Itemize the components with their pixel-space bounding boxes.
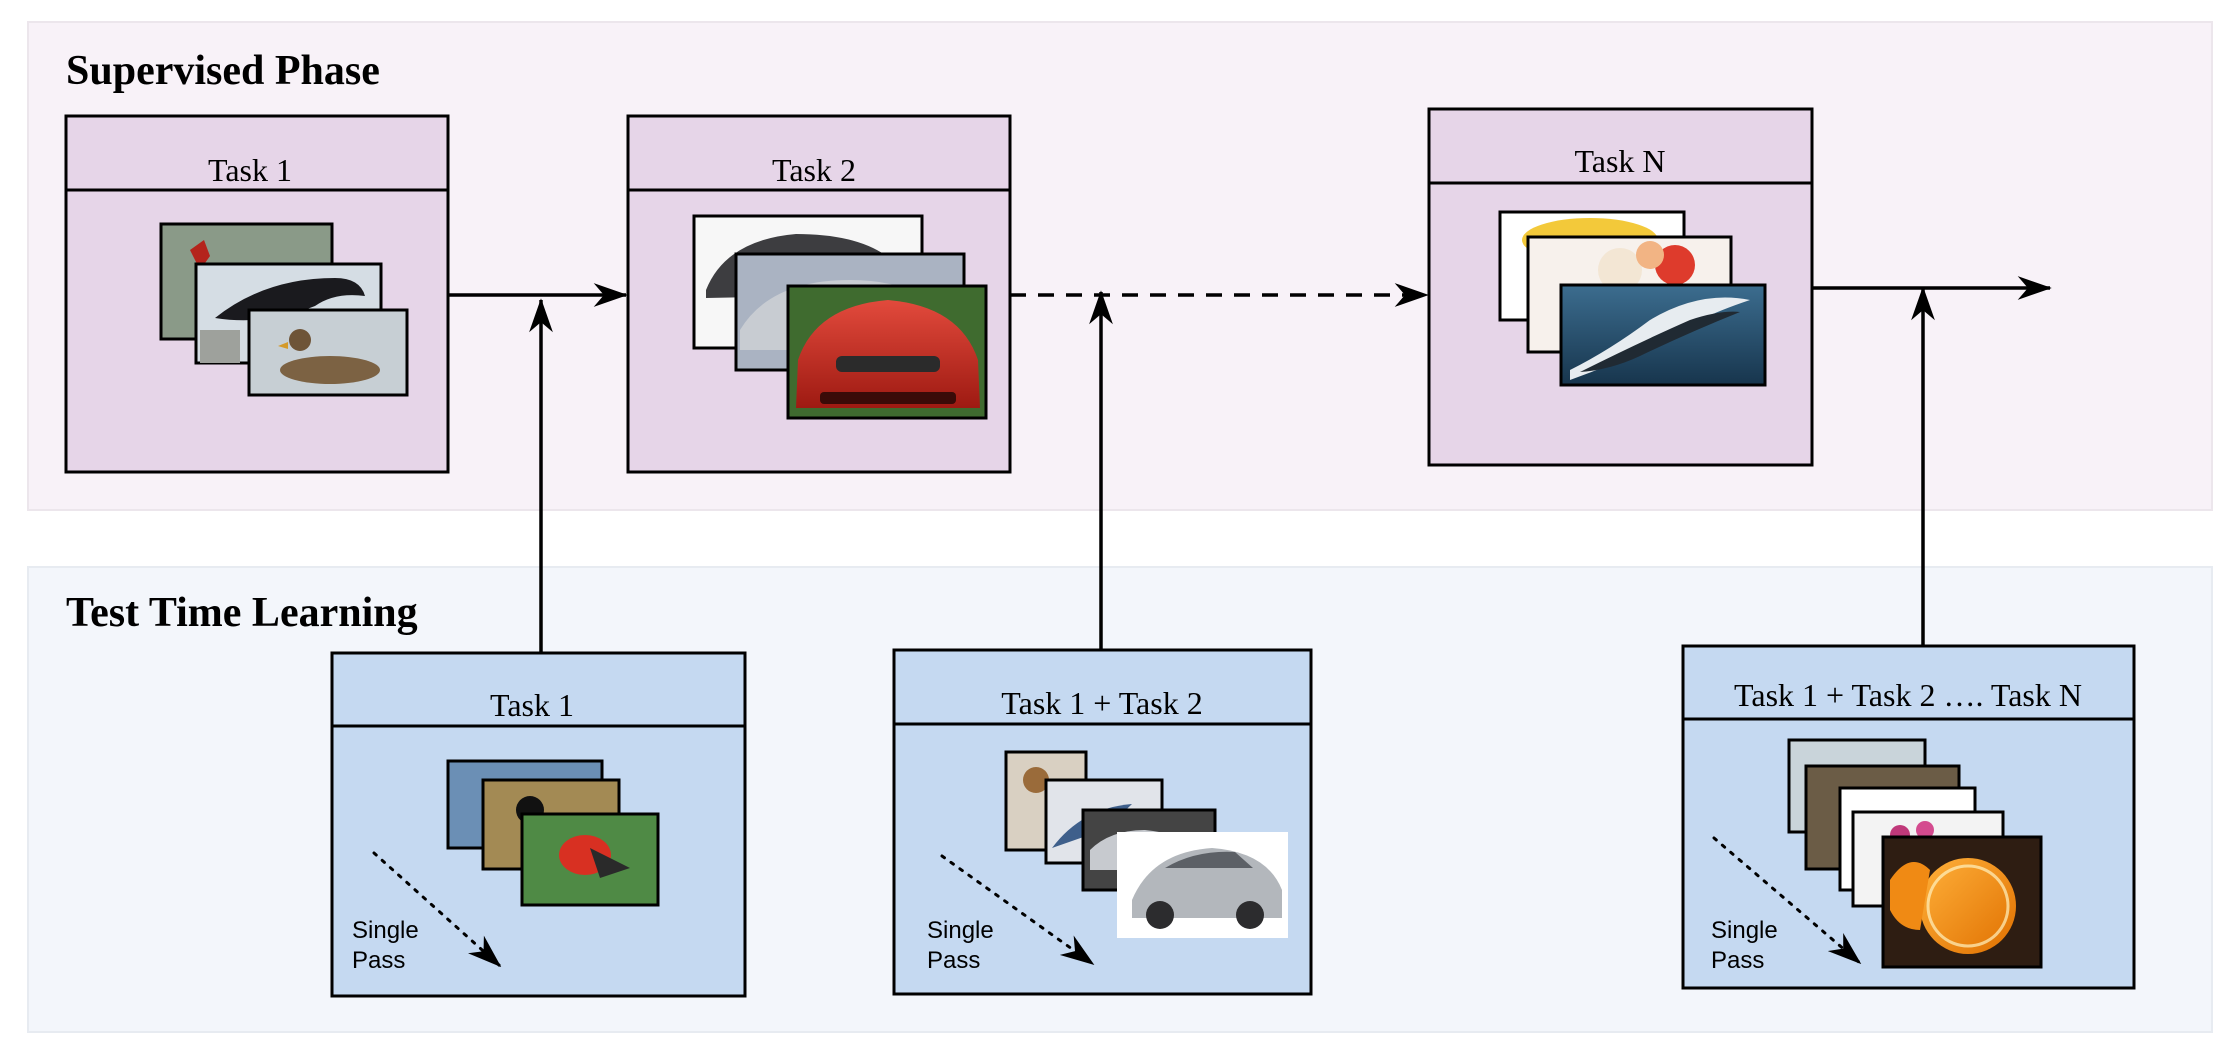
supervised-task-n-label: Task N (1574, 143, 1665, 179)
test-task-1-2-label: Task 1 + Task 2 (1001, 685, 1202, 721)
whale-photo (1559, 283, 1767, 387)
single-pass-line2-testn: Pass (1711, 947, 1764, 974)
single-pass-line1-testn: Single (1711, 917, 1778, 944)
supervised-task-2-label: Task 2 (772, 152, 856, 188)
single-pass-line1-test2: Single (927, 917, 994, 944)
orange-photo (1881, 835, 2043, 969)
silver-sedan-photo (1117, 832, 1288, 938)
red-car-photo (786, 284, 988, 420)
single-pass-arrow-test2 (940, 854, 1095, 966)
test-task-1-2-box: Task 1 + Task 2 Single Pass (892, 648, 1313, 996)
single-pass-line2-test2: Pass (927, 947, 980, 974)
supervised-task-n-box: Task N (1427, 107, 1814, 467)
single-pass-line2-test1: Pass (352, 947, 405, 974)
single-pass-arrow-testn (1712, 836, 1862, 965)
supervised-task-2-box: Task 2 (626, 114, 1012, 474)
test-task-1-to-n-box: Task 1 + Task 2 …. Task N Single Pass (1681, 644, 2136, 990)
supervised-task-1-label: Task 1 (208, 152, 292, 188)
single-pass-line1-test1: Single (352, 917, 419, 944)
test-time-learning-title: Test Time Learning (66, 590, 418, 636)
duck-photo (247, 308, 409, 397)
test-task-1-label: Task 1 (490, 687, 574, 723)
supervised-task-1-box: Task 1 (64, 114, 450, 474)
vermilion-flycatcher-photo (520, 812, 660, 907)
test-task-1-box: Task 1 Single Pass (330, 651, 747, 998)
supervised-phase-title: Supervised Phase (66, 48, 380, 94)
test-task-1-to-n-label: Task 1 + Task 2 …. Task N (1734, 677, 2082, 713)
